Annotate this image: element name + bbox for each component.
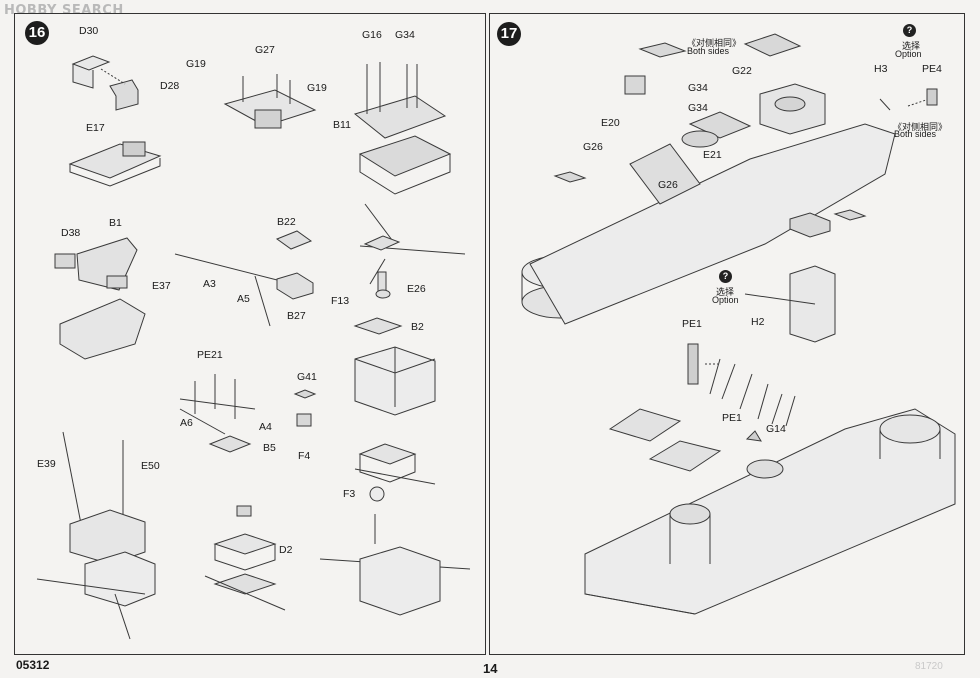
- label-d2: D2: [279, 544, 293, 556]
- label-b2: B2: [411, 321, 424, 333]
- label-b5: B5: [263, 442, 276, 454]
- label-pe21: PE21: [197, 349, 223, 361]
- label-g19-top: G19: [186, 58, 206, 70]
- option-cn-top: 选择: [902, 41, 921, 51]
- label-b11: B11: [333, 119, 351, 131]
- label-e20: E20: [601, 117, 620, 129]
- label-g19-right: G19: [307, 82, 327, 94]
- label-b27: B27: [287, 310, 306, 322]
- label-f13: F13: [331, 295, 350, 307]
- step-16-panel: 16: [14, 13, 486, 655]
- label-pe4: PE4: [922, 63, 942, 75]
- label-f3: F3: [343, 488, 356, 500]
- label-e17: E17: [86, 122, 105, 134]
- hobby-search-watermark: HOBBY SEARCH: [4, 3, 124, 18]
- both-sides-en-right: Both sides: [894, 129, 937, 139]
- option-cn-lower: 选择: [716, 287, 735, 297]
- label-e39: E39: [37, 458, 56, 470]
- option-marker-lower: ?: [719, 270, 732, 283]
- label-g27: G27: [255, 44, 275, 56]
- label-e21: E21: [703, 149, 722, 161]
- label-g34: G34: [395, 29, 415, 41]
- step-17-panel: 17: [489, 13, 965, 655]
- label-a6: A6: [180, 417, 193, 429]
- label-a3: A3: [203, 278, 216, 290]
- step-number-17: 17: [497, 22, 521, 46]
- ghost-text: 81720: [915, 661, 943, 672]
- label-g26-b: G26: [658, 179, 678, 191]
- label-b22: B22: [277, 216, 296, 228]
- product-code: 05312: [16, 658, 50, 672]
- label-h3: H3: [874, 63, 888, 75]
- option-marker-top: ?: [903, 24, 916, 37]
- both-sides-cn-top: 《对侧相同》: [687, 38, 742, 48]
- label-g34-a: G34: [688, 82, 708, 94]
- label-f4: F4: [298, 450, 311, 462]
- label-pe1-top: PE1: [682, 318, 702, 330]
- label-e37: E37: [152, 280, 171, 292]
- both-sides-cn-right: 《对侧相同》: [893, 122, 948, 132]
- step-16-diagram: [36, 55, 471, 640]
- label-h2: H2: [751, 316, 765, 328]
- page-number: 14: [483, 661, 498, 676]
- label-g16: G16: [362, 29, 382, 41]
- label-a4: A4: [259, 421, 272, 433]
- label-d30: D30: [79, 25, 99, 37]
- label-d28: D28: [160, 80, 180, 92]
- label-d38: D38: [61, 227, 81, 239]
- option-en-lower: Option: [712, 295, 739, 305]
- label-g26-a: G26: [583, 141, 603, 153]
- label-e50: E50: [141, 460, 160, 472]
- label-g22: G22: [732, 65, 752, 77]
- step-17-diagram: [521, 33, 956, 615]
- label-g41: G41: [297, 371, 317, 383]
- step-number-16: 16: [25, 21, 49, 45]
- option-en-top: Option: [895, 49, 922, 59]
- label-g34-b: G34: [688, 102, 708, 114]
- both-sides-en-top: Both sides: [687, 46, 730, 56]
- label-a5: A5: [237, 293, 250, 305]
- label-b1: B1: [109, 217, 122, 229]
- label-e26: E26: [407, 283, 426, 295]
- label-g14: G14: [766, 423, 786, 435]
- label-pe1-bottom: PE1: [722, 412, 742, 424]
